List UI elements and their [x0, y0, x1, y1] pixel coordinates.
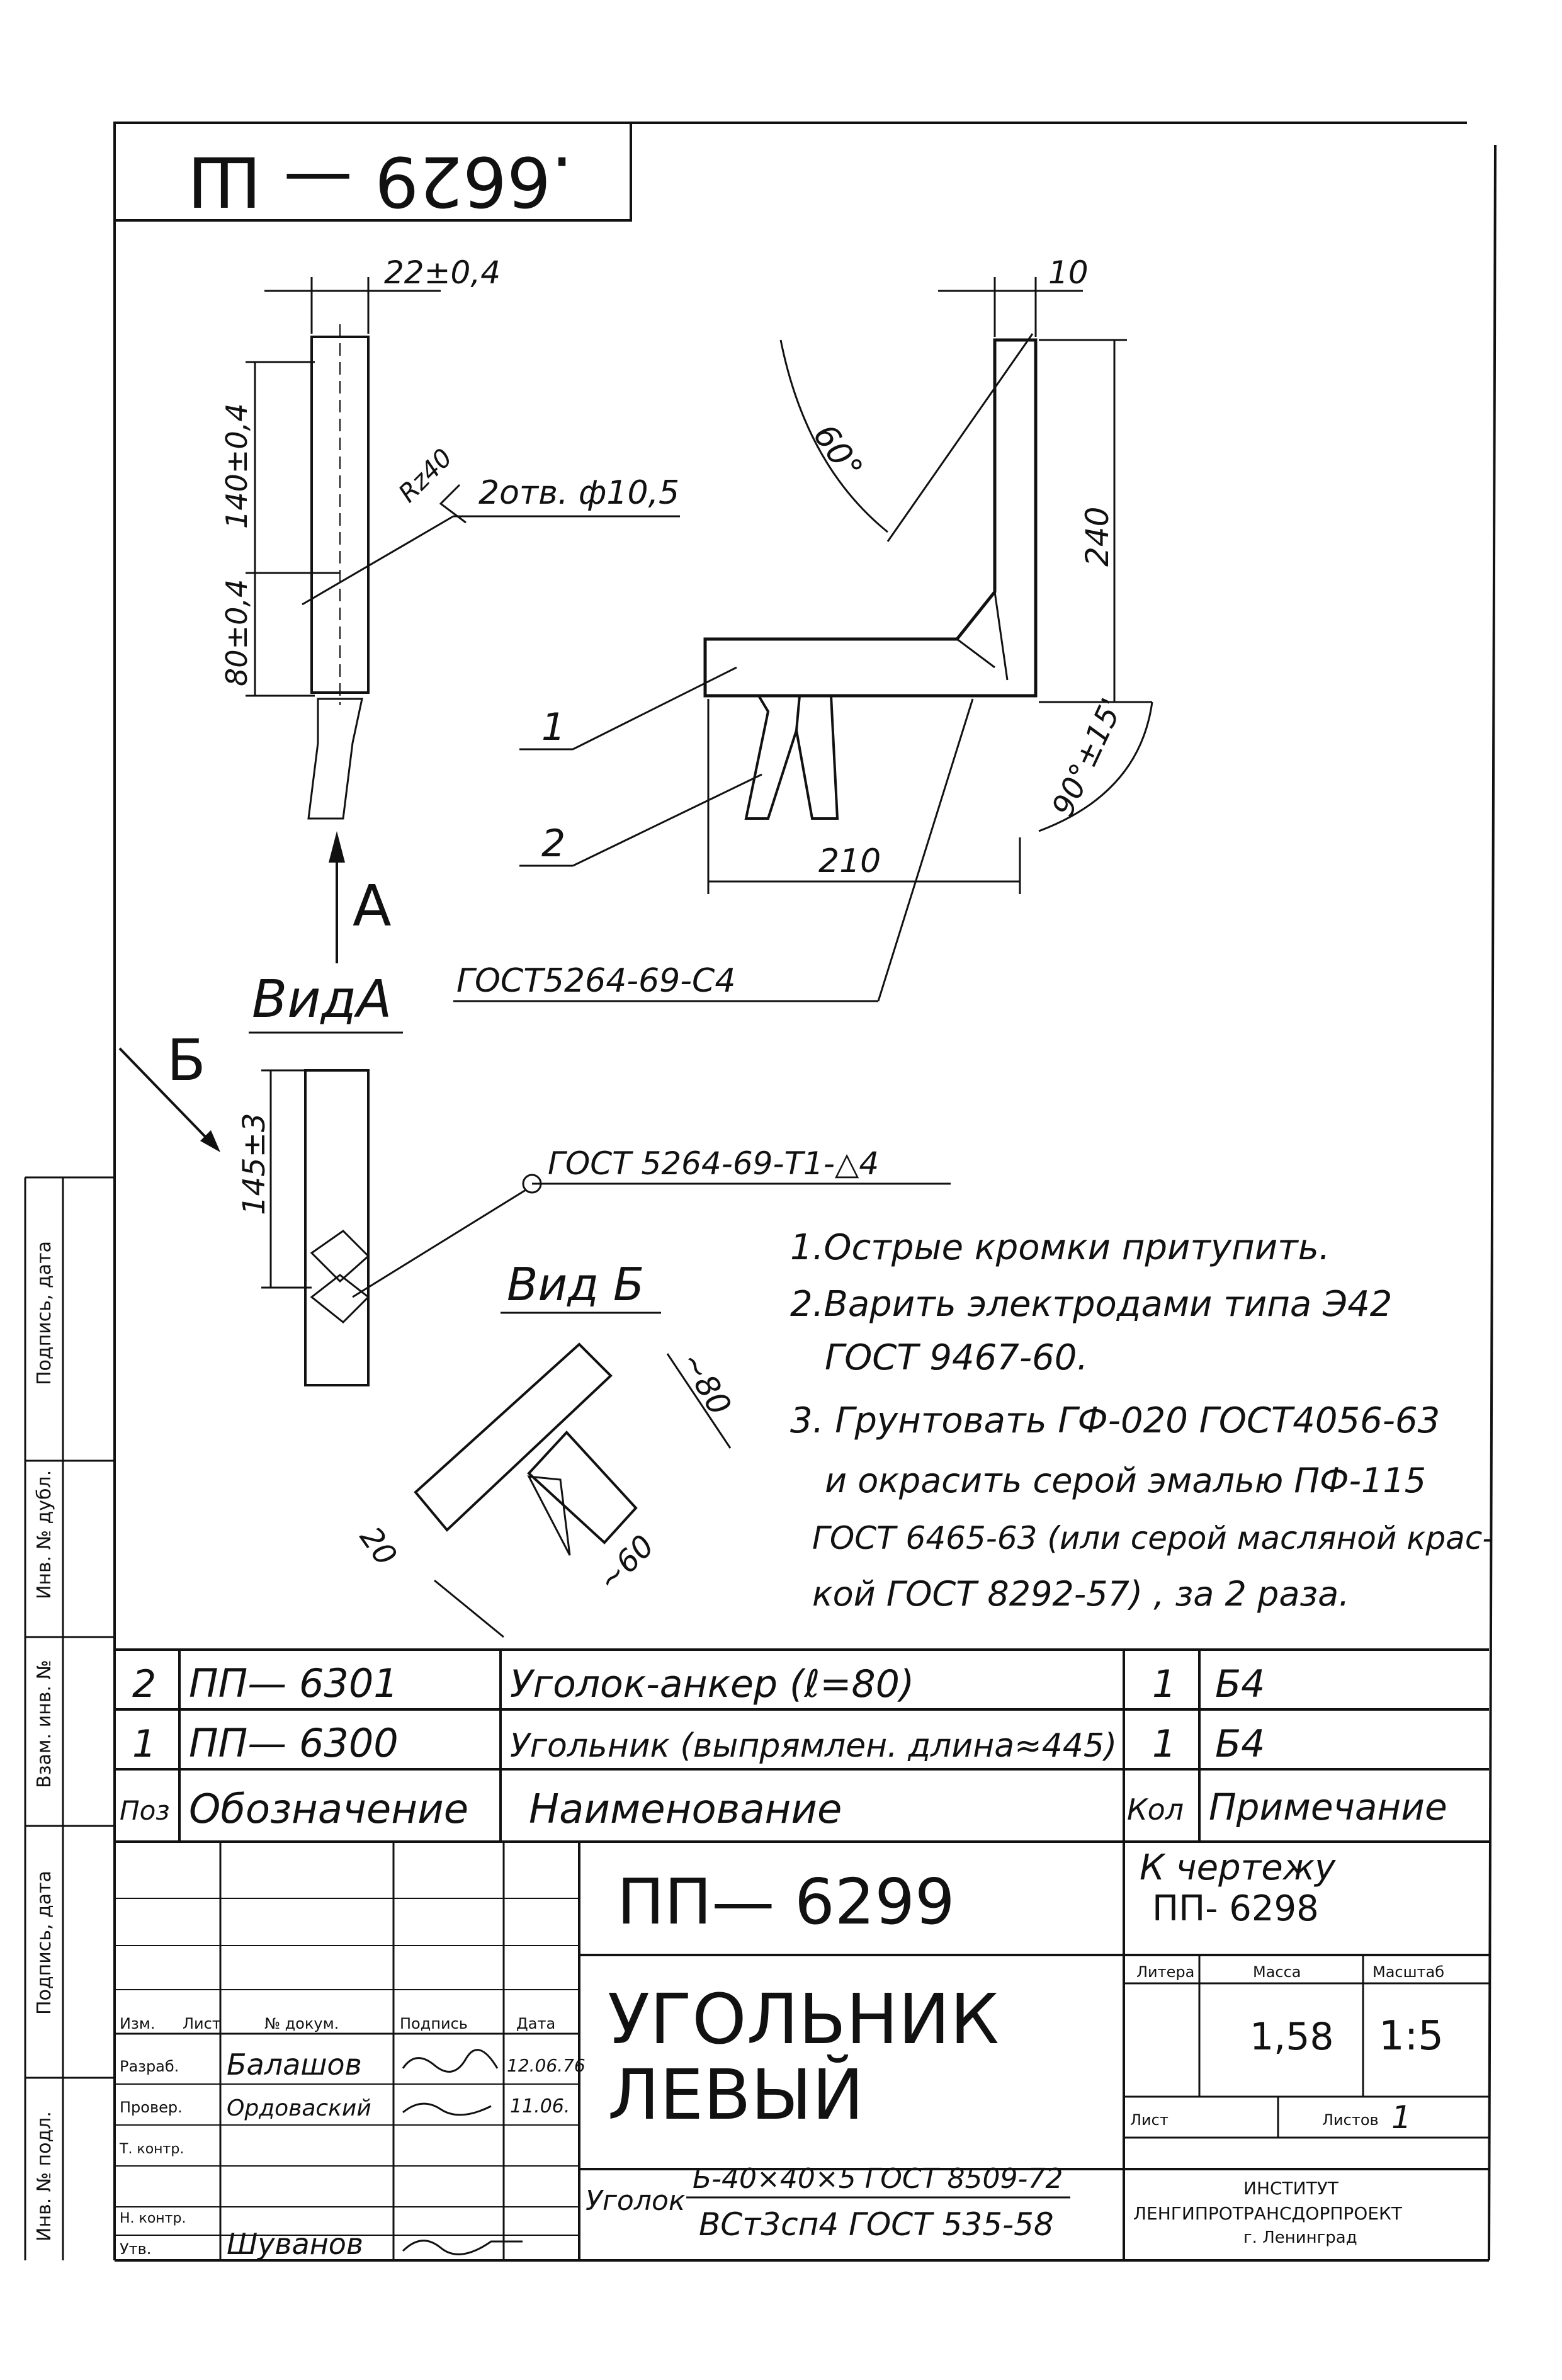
tb-col-sign: Подпись — [400, 2015, 468, 2032]
org-line-1: ИНСТИТУТ — [1243, 2178, 1339, 2199]
spec-header-note: Примечание — [1209, 1786, 1447, 1828]
margin-label-1: Подпись, дата — [33, 1241, 55, 1385]
doc-number: ПП— 6299 — [617, 1865, 955, 1939]
margin-label-4: Подпись, дата — [33, 1871, 55, 2015]
spec-header-qty: Кол — [1127, 1793, 1184, 1827]
part-bracket-view: 10 240 60° 90°±15' 210 1 2 ГОСТ5264-69-С… — [453, 254, 1153, 1002]
view-b-title: Вид Б — [507, 1258, 644, 1311]
ref-number: ПП- 6298 — [1152, 1888, 1319, 1929]
tb-mass-label: Масса — [1253, 1963, 1301, 1981]
tb-name-dev: Балашов — [227, 2048, 362, 2082]
note-line-6: ГОСТ 6465-63 (или серой масляной крас- — [812, 1520, 1493, 1556]
tb-signature-appr — [402, 2240, 523, 2255]
title-block: Изм. Лист № докум. Подпись Дата Разраб. … — [115, 1842, 1489, 2261]
tb-role-tcontr: Т. контр. — [119, 2141, 184, 2157]
dim-roughness: Rz40 — [393, 443, 458, 508]
weld-symbol-t1: ГОСТ 5264-69-Т1-△4 — [548, 1145, 879, 1182]
spec-row-note: Б4 — [1215, 1662, 1265, 1706]
note-line-2: 2.Варить электродами типа Э42 — [790, 1284, 1392, 1325]
dim-width-top: 22±0,4 — [384, 254, 501, 291]
tb-name-appr: Шуванов — [227, 2227, 363, 2261]
tb-name-check: Ордоваский — [227, 2095, 371, 2121]
stamp-text: .6629 — Ш — [188, 141, 573, 222]
spec-header-designation: Обозначение — [189, 1786, 468, 1833]
title-line-2: ЛЕВЫЙ — [608, 2054, 864, 2135]
side-margin: Подпись, дата Инв. № дубл. Взам. инв. № … — [24, 1176, 115, 2260]
tb-mass-value: 1,58 — [1250, 2015, 1334, 2059]
margin-label-3: Взам. инв. № — [33, 1660, 55, 1788]
spec-row-pos: 1 — [132, 1722, 156, 1766]
dim-angle-90: 90°±15' — [1045, 693, 1130, 822]
spec-row-pos: 2 — [132, 1662, 156, 1706]
tb-col-change: Изм. — [120, 2015, 155, 2032]
tb-col-date: Дата — [516, 2015, 555, 2032]
tb-lit-label: Литера — [1136, 1963, 1194, 1981]
tb-scale-label: Масштаб — [1372, 1963, 1444, 1981]
dim-thickness-10: 10 — [1048, 254, 1089, 291]
spec-row-note: Б4 — [1215, 1722, 1265, 1766]
dim-width-210: 210 — [818, 842, 881, 880]
note-line-3: ГОСТ 9467-60. — [825, 1337, 1088, 1378]
tb-role-check: Провер. — [120, 2099, 183, 2116]
tb-col-sheet: Лист — [183, 2015, 221, 2032]
tb-sheets-label: Листов — [1322, 2111, 1379, 2129]
tb-date-check: 11.06. — [510, 2095, 570, 2117]
view-a: ВидА 145±3 Б ГОСТ 5264-69-Т1-△4 — [118, 970, 951, 1386]
tb-role-appr: Утв. — [120, 2240, 151, 2258]
note-line-1: 1.Острые кромки притупить. — [790, 1227, 1330, 1268]
spec-row: 1 ПП— 6300 Угольник (выпрямлен. длина≈44… — [132, 1720, 1265, 1766]
tb-scale-value: 1:5 — [1379, 2013, 1444, 2060]
spec-header: Поз Обозначение Наименование Кол Примеча… — [120, 1786, 1447, 1833]
technical-notes: 1.Острые кромки притупить. 2.Варить элек… — [790, 1227, 1493, 1614]
spec-row-qty: 1 — [1152, 1722, 1176, 1766]
material-bottom: ВСт3сп4 ГОСТ 535-58 — [699, 2206, 1054, 2243]
dim-length-80: 80±0,4 — [220, 579, 254, 686]
spec-row: 2 ПП— 6301 Уголок-анкер (ℓ=80) 1 Б4 — [132, 1660, 1265, 1706]
dim-height-240: 240 — [1079, 507, 1116, 567]
spec-row-name: Угольник (выпрямлен. длина≈445) — [510, 1727, 1117, 1765]
spec-header-pos: Поз — [120, 1795, 170, 1826]
callout-pos-2: 2 — [541, 822, 565, 866]
tb-signature-check — [402, 2102, 492, 2116]
tb-signature-dev — [402, 2049, 499, 2073]
tb-col-docno: № докум. — [264, 2015, 339, 2032]
spec-row-designation: ПП— 6301 — [189, 1660, 399, 1706]
tb-sheets-value: 1 — [1391, 2099, 1412, 2136]
note-line-7: кой ГОСТ 8292-57) , за 2 раза. — [812, 1574, 1349, 1614]
margin-label-5: Инв. № подл. — [33, 2111, 55, 2241]
dim-view-b-20: 20 — [353, 1521, 404, 1572]
org-line-3: г. Ленинград — [1243, 2228, 1357, 2247]
note-line-5: и окрасить серой эмалью ПФ-115 — [825, 1461, 1426, 1500]
sheet-frame — [113, 122, 1497, 2262]
view-b: Вид Б ~80 ~60 20 — [353, 1258, 739, 1638]
weld-symbol-c4: ГОСТ5264-69-С4 — [456, 962, 735, 1000]
spec-table: 2 ПП— 6301 Уголок-анкер (ℓ=80) 1 Б4 1 ПП… — [115, 1648, 1489, 1843]
tb-role-ncontr: Н. контр. — [120, 2211, 186, 2226]
spec-row-name: Уголок-анкер (ℓ=80) — [510, 1662, 914, 1706]
dim-angle-60: 60° — [805, 417, 869, 487]
spec-row-designation: ПП— 6300 — [189, 1720, 399, 1766]
dim-holes: 2отв. ф10,5 — [478, 474, 679, 512]
ref-label: К чертежу — [1140, 1847, 1336, 1888]
tb-role-dev: Разраб. — [120, 2058, 179, 2075]
callout-pos-1: 1 — [541, 705, 565, 749]
part-strip-view: 22±0,4 140±0,4 80±0,4 Rz40 2отв. ф10,5 А — [220, 254, 680, 963]
view-arrow-a: А — [353, 873, 392, 939]
dim-length-145: 145±3 — [237, 1113, 272, 1215]
title-line-1: УГОЛЬНИК — [608, 1979, 999, 2060]
org-line-2: ЛЕНГИПРОТРАНСДОРПРОЕКТ — [1133, 2203, 1403, 2224]
stamp-box: .6629 — Ш — [113, 122, 632, 222]
margin-label-2: Инв. № дубл. — [33, 1470, 55, 1599]
spec-header-name: Наименование — [529, 1786, 842, 1833]
note-line-4: 3. Грунтовать ГФ-020 ГОСТ4056-63 — [790, 1400, 1440, 1441]
view-a-title: ВидА — [252, 970, 392, 1029]
dim-length-140: 140±0,4 — [220, 404, 254, 530]
tb-sheet-label: Лист — [1130, 2111, 1169, 2129]
material-top: Б-40×40×5 ГОСТ 8509-72 — [693, 2163, 1063, 2195]
material-prefix: Уголок — [586, 2185, 686, 2217]
spec-row-qty: 1 — [1152, 1662, 1176, 1706]
tb-date-dev: 12.06.76 — [507, 2055, 586, 2076]
view-arrow-b: Б — [167, 1028, 206, 1094]
